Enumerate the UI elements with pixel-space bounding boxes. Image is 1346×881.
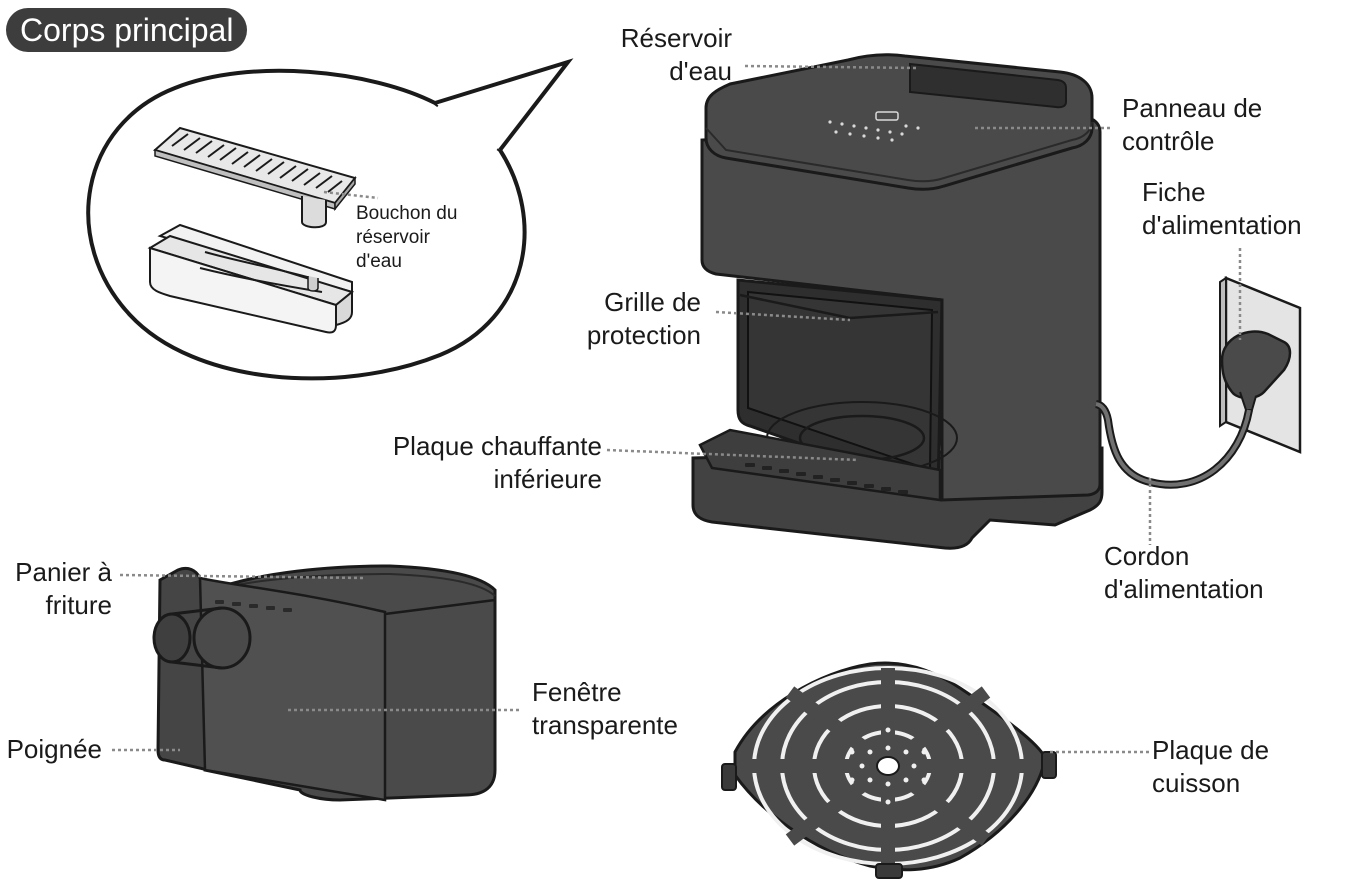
leader-grille (715, 310, 851, 322)
water-tank-cap-illustration (147, 126, 357, 334)
leader-reservoir (744, 64, 919, 70)
label-poignee: Poignée (6, 734, 102, 764)
air-fryer-body (691, 53, 1104, 550)
leader-lines (112, 64, 1242, 754)
frying-basket-illustration (152, 564, 497, 802)
cooking-plate-illustration (721, 661, 1057, 879)
leader-panier (119, 573, 366, 580)
power-plug-illustration (1095, 276, 1302, 489)
section-title-badge: Corps principal (6, 8, 248, 52)
